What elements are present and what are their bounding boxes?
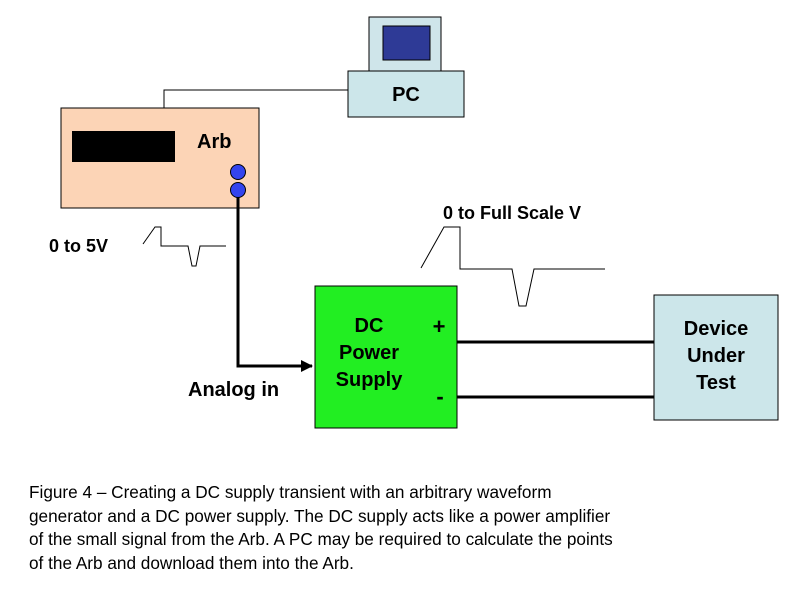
monitor-screen <box>382 25 431 61</box>
dc-supply-label-line3: Supply <box>336 369 404 391</box>
arb-output-waveform <box>142 226 226 267</box>
caption-line: of the small signal from the Arb. A PC m… <box>29 529 613 550</box>
arb-output-range-label: 0 to 5V <box>49 236 108 256</box>
arb-block: Arb <box>60 107 260 209</box>
dc-supply-label-line2: Power <box>339 342 399 364</box>
dc-supply-box <box>314 285 458 429</box>
pc-label: PC <box>392 84 420 106</box>
caption-line: Figure 4 – Creating a DC supply transien… <box>29 482 552 502</box>
dc-supply-block: DC Power Supply + - <box>314 285 458 429</box>
dut-label-line2: Under <box>687 345 745 367</box>
arb-display <box>72 131 175 162</box>
analog-signal-wire <box>236 197 313 372</box>
monitor-icon <box>368 16 442 72</box>
arb-label: Arb <box>197 131 231 153</box>
arb-connector-upper <box>230 164 246 180</box>
dc-supply-label-line1: DC <box>355 315 384 337</box>
dut-block: Device Under Test <box>653 294 779 421</box>
dut-box <box>653 294 779 421</box>
pc-arb-cable <box>163 89 348 108</box>
figure-caption: Figure 4 – Creating a DC supply transien… <box>29 481 769 575</box>
dut-label-line3: Test <box>696 372 736 394</box>
analog-in-label: Analog in <box>188 379 279 401</box>
caption-line: generator and a DC power supply. The DC … <box>29 505 611 526</box>
block-diagram: PC Arb 0 to 5V 0 to Full Scale V DC Powe… <box>49 16 779 429</box>
dut-label-line1: Device <box>684 318 749 340</box>
arb-connector-lower <box>230 182 246 198</box>
caption-line: of the Arb and download them into the Ar… <box>29 552 354 573</box>
pc-box <box>347 70 465 118</box>
positive-terminal-label: + <box>433 314 446 339</box>
supply-output-range-label: 0 to Full Scale V <box>443 203 581 223</box>
pc-block: PC <box>347 70 465 118</box>
supply-output-waveform <box>420 226 605 307</box>
negative-terminal-label: - <box>436 384 443 409</box>
